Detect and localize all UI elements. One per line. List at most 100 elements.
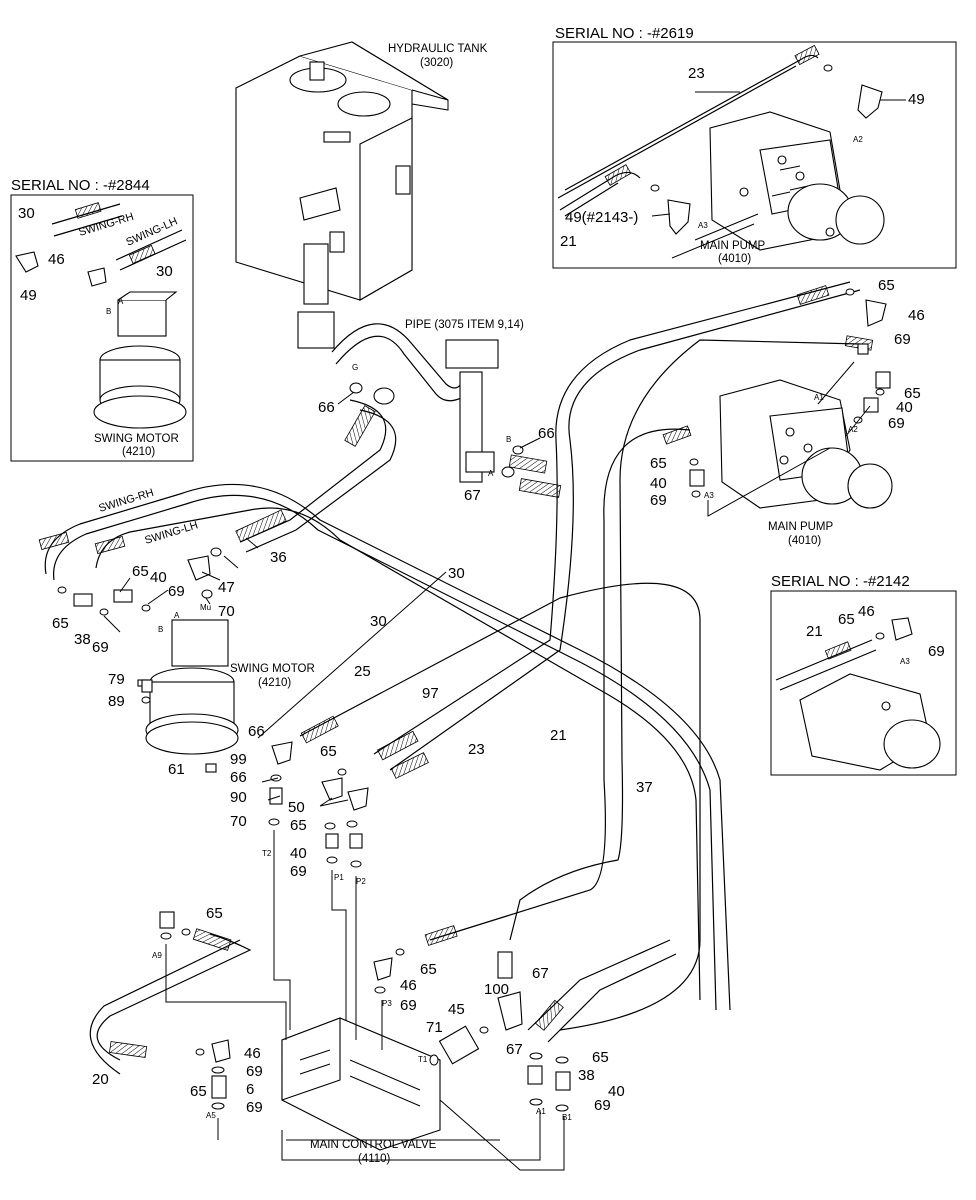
callout: 69 [650, 492, 667, 509]
swing-motor-name: SWING MOTOR [230, 663, 315, 675]
callout-49-2143: 49(#2143-) [565, 209, 638, 226]
mcv-code: (4110) [358, 1153, 391, 1165]
callout: 99 [230, 751, 247, 768]
callout: 100 [484, 981, 509, 998]
main-pump-code: (4010) [788, 535, 821, 547]
callout: 67 [532, 965, 549, 982]
port-a-pipe: A [488, 469, 494, 478]
callout: 71 [426, 1019, 443, 1036]
port-b: B [106, 307, 111, 316]
callout: 89 [108, 693, 125, 710]
callout: 40 [896, 399, 913, 416]
hoses [44, 281, 861, 1075]
callout-30b: 30 [156, 263, 173, 280]
callout-49: 49 [908, 91, 925, 108]
callout: 65 [52, 615, 69, 632]
callouts: 66 36 66 67 65 46 69 65 40 69 65 40 69 4… [52, 277, 925, 1116]
callout: 69 [246, 1099, 263, 1116]
elbow-46-right [891, 617, 913, 641]
port-a1-mcv: A1 [536, 1107, 546, 1116]
callout: 65 [206, 905, 223, 922]
hose-21-right-edge [779, 649, 877, 691]
port-a-sm: A [174, 611, 180, 620]
callout-69-right: 69 [928, 643, 945, 660]
callout: 47 [218, 579, 235, 596]
serial-box-frame [10, 194, 194, 462]
serial-box-frame [770, 590, 957, 776]
port-t2: T2 [262, 849, 272, 858]
callout: 65 [320, 743, 337, 760]
callout: 69 [400, 997, 417, 1014]
suction-pipe [331, 323, 499, 483]
port-labels: G B A Mu A B A1 A2 A3 T2 P1 P2 A9 P3 T1 … [152, 363, 858, 1122]
callout: 69 [290, 863, 307, 880]
callout-23: 23 [688, 65, 705, 82]
callout: 25 [354, 663, 371, 680]
leader [671, 213, 759, 259]
main-pump-inset [709, 111, 885, 251]
callout-30: 30 [18, 205, 35, 222]
port-p1: P1 [334, 873, 344, 882]
callout: 66 [538, 425, 555, 442]
main-pump-name: MAIN PUMP [768, 521, 834, 533]
hose-21-inset [559, 171, 641, 211]
callout: 40 [290, 845, 307, 862]
leader [651, 213, 671, 217]
port-a3-pump: A3 [704, 491, 714, 500]
callout: 46 [908, 307, 925, 324]
main-pump-right-inset [799, 673, 941, 771]
hose-fitting [128, 244, 156, 264]
hose-21-right [775, 639, 873, 681]
main-control-valve [281, 1017, 441, 1151]
elbow-49-part [857, 84, 883, 119]
elbow-46-left [87, 267, 107, 287]
elbow-49b-part [667, 199, 691, 235]
port-b1-mcv: B1 [562, 1113, 572, 1122]
o-ring [823, 64, 833, 72]
callout-46: 46 [48, 251, 65, 268]
pipe-caption: PIPE (3075 ITEM 9,14) [405, 319, 524, 331]
callout: 90 [230, 789, 247, 806]
serial-box-frame [552, 41, 957, 269]
hose-rh-inset-edge [53, 215, 123, 237]
callout: 38 [578, 1067, 595, 1084]
port-a3: A3 [698, 221, 708, 230]
port-a3-right: A3 [900, 657, 910, 666]
tank-name: HYDRAULIC TANK [388, 43, 488, 55]
callout: 38 [74, 631, 91, 648]
inset-main-pump-name: MAIN PUMP [700, 240, 766, 252]
hose-21-inset-edge [564, 182, 619, 217]
callout: 69 [888, 415, 905, 432]
port-mu: Mu [200, 603, 211, 612]
callout: 61 [168, 761, 185, 778]
port-b-sm: B [158, 625, 163, 634]
mcv-name: MAIN CONTROL VALVE [310, 1139, 437, 1151]
callout: 69 [92, 639, 109, 656]
port-p3: P3 [382, 999, 392, 1008]
port-t1: T1 [418, 1055, 428, 1064]
hose-fitting [74, 202, 102, 219]
callout: 65 [290, 817, 307, 834]
callout: 67 [464, 487, 481, 504]
inset-swing-motor-code: (4210) [122, 446, 155, 458]
elbow-49-left [15, 251, 39, 273]
callout: 66 [248, 723, 265, 740]
callout: 69 [246, 1063, 263, 1080]
callout: 30 [448, 565, 465, 582]
serial-title: SERIAL NO : -#2844 [11, 177, 150, 194]
callout-21-right: 21 [806, 623, 823, 640]
callout: 21 [550, 727, 567, 744]
callout-21: 21 [560, 233, 577, 250]
port-p2: P2 [356, 877, 366, 886]
callout-49-left: 49 [20, 287, 37, 304]
leader-lines [103, 361, 871, 1171]
callout-65-right: 65 [838, 611, 855, 628]
callout: 46 [400, 977, 417, 994]
callout: 65 [878, 277, 895, 294]
callout: 6 [246, 1081, 254, 1098]
callout: 40 [650, 475, 667, 492]
callout: 20 [92, 1071, 109, 1088]
callout: 67 [506, 1041, 523, 1058]
port-b-pipe: B [506, 435, 511, 444]
